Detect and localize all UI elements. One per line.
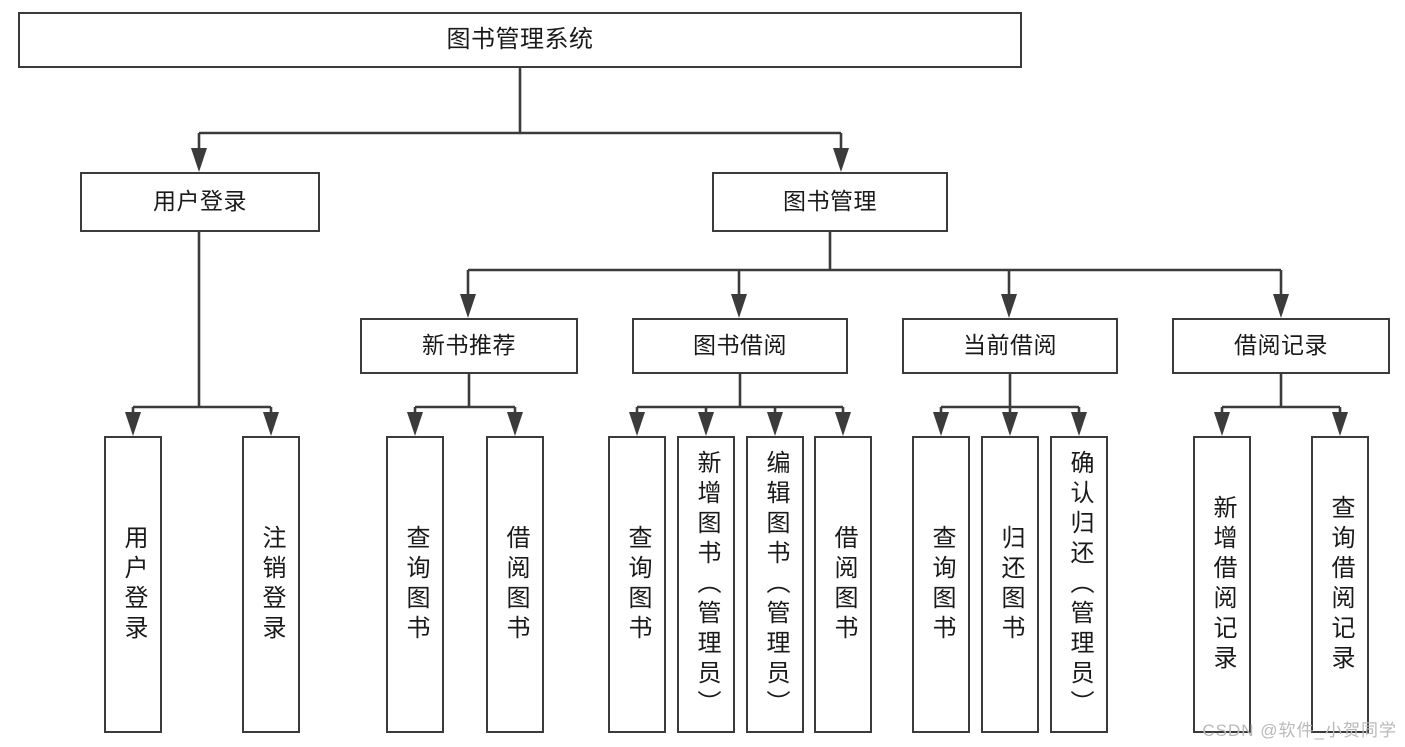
arrow-to-user-login (191, 148, 207, 172)
leaf-user-login-1[interactable]: 用户登录 (104, 436, 162, 733)
arrow-to-book-borrow (731, 294, 747, 318)
arrow-to-current-borrow (1001, 294, 1017, 318)
arrow-current-borrow-leaf-1 (933, 412, 949, 436)
leaf-new-book-rec-1[interactable]: 查询图书 (386, 436, 444, 733)
arrow-to-new-book-rec (460, 294, 476, 318)
arrow-current-borrow-leaf-2 (1002, 412, 1018, 436)
leaf-current-borrow-2[interactable]: 归还图书 (981, 436, 1039, 733)
leaf-new-book-rec-2-label: 借阅图书 (502, 524, 529, 645)
leaf-borrow-record-2[interactable]: 查询借阅记录 (1311, 436, 1369, 733)
arrow-book-borrow-leaf-4 (835, 412, 851, 436)
leaf-book-borrow-3[interactable]: 编辑图书（管理员） (746, 436, 804, 733)
leaf-current-borrow-3[interactable]: 确认归还（管理员） (1050, 436, 1108, 733)
node-book-manage-label: 图书管理 (783, 188, 877, 215)
arrow-current-borrow-leaf-3 (1071, 412, 1087, 436)
arrow-new-book-rec-leaf-1 (407, 412, 423, 436)
node-root-label: 图书管理系统 (446, 25, 594, 53)
leaf-borrow-record-1-label: 新增借阅记录 (1209, 494, 1236, 675)
arrow-user-login-leaf-1 (125, 412, 141, 436)
node-current-borrow-label: 当前借阅 (963, 332, 1057, 359)
node-user-login-label: 用户登录 (153, 188, 247, 215)
leaf-book-borrow-3-label: 编辑图书（管理员） (762, 449, 789, 720)
leaf-book-borrow-4-label: 借阅图书 (830, 524, 857, 645)
node-book-borrow-label: 图书借阅 (693, 332, 787, 359)
leaf-current-borrow-1[interactable]: 查询图书 (912, 436, 970, 733)
arrow-book-borrow-leaf-1 (629, 412, 645, 436)
leaf-new-book-rec-1-label: 查询图书 (402, 524, 429, 645)
arrow-book-borrow-leaf-3 (767, 412, 783, 436)
arrow-borrow-record-leaf-2 (1332, 412, 1348, 436)
leaf-new-book-rec-2[interactable]: 借阅图书 (486, 436, 544, 733)
arrow-new-book-rec-leaf-2 (507, 412, 523, 436)
leaf-book-borrow-1[interactable]: 查询图书 (608, 436, 666, 733)
arrow-borrow-record-leaf-1 (1214, 412, 1230, 436)
leaf-user-login-2-label: 注销登录 (258, 524, 285, 645)
node-user-login[interactable]: 用户登录 (80, 172, 320, 232)
node-book-borrow[interactable]: 图书借阅 (632, 318, 848, 374)
leaf-current-borrow-2-label: 归还图书 (997, 524, 1024, 645)
leaf-book-borrow-2[interactable]: 新增图书（管理员） (677, 436, 735, 733)
node-new-book-rec-label: 新书推荐 (422, 332, 516, 359)
node-new-book-rec[interactable]: 新书推荐 (360, 318, 578, 374)
arrow-user-login-leaf-2 (263, 412, 279, 436)
node-borrow-record[interactable]: 借阅记录 (1172, 318, 1390, 374)
leaf-borrow-record-2-label: 查询借阅记录 (1327, 494, 1354, 675)
node-borrow-record-label: 借阅记录 (1234, 332, 1328, 359)
arrow-to-book-manage (833, 148, 849, 172)
node-current-borrow[interactable]: 当前借阅 (902, 318, 1118, 374)
node-book-manage[interactable]: 图书管理 (712, 172, 948, 232)
node-root[interactable]: 图书管理系统 (18, 12, 1022, 68)
leaf-borrow-record-1[interactable]: 新增借阅记录 (1193, 436, 1251, 733)
leaf-current-borrow-3-label: 确认归还（管理员） (1066, 449, 1093, 720)
arrow-book-borrow-leaf-2 (698, 412, 714, 436)
leaf-user-login-2[interactable]: 注销登录 (242, 436, 300, 733)
leaf-book-borrow-1-label: 查询图书 (624, 524, 651, 645)
csdn-watermark: CSDN @软件_小贺同学 (1202, 721, 1397, 740)
leaf-book-borrow-2-label: 新增图书（管理员） (693, 449, 720, 720)
leaf-user-login-1-label: 用户登录 (120, 524, 147, 645)
leaf-book-borrow-4[interactable]: 借阅图书 (814, 436, 872, 733)
arrow-to-borrow-record (1273, 294, 1289, 318)
leaf-current-borrow-1-label: 查询图书 (928, 524, 955, 645)
